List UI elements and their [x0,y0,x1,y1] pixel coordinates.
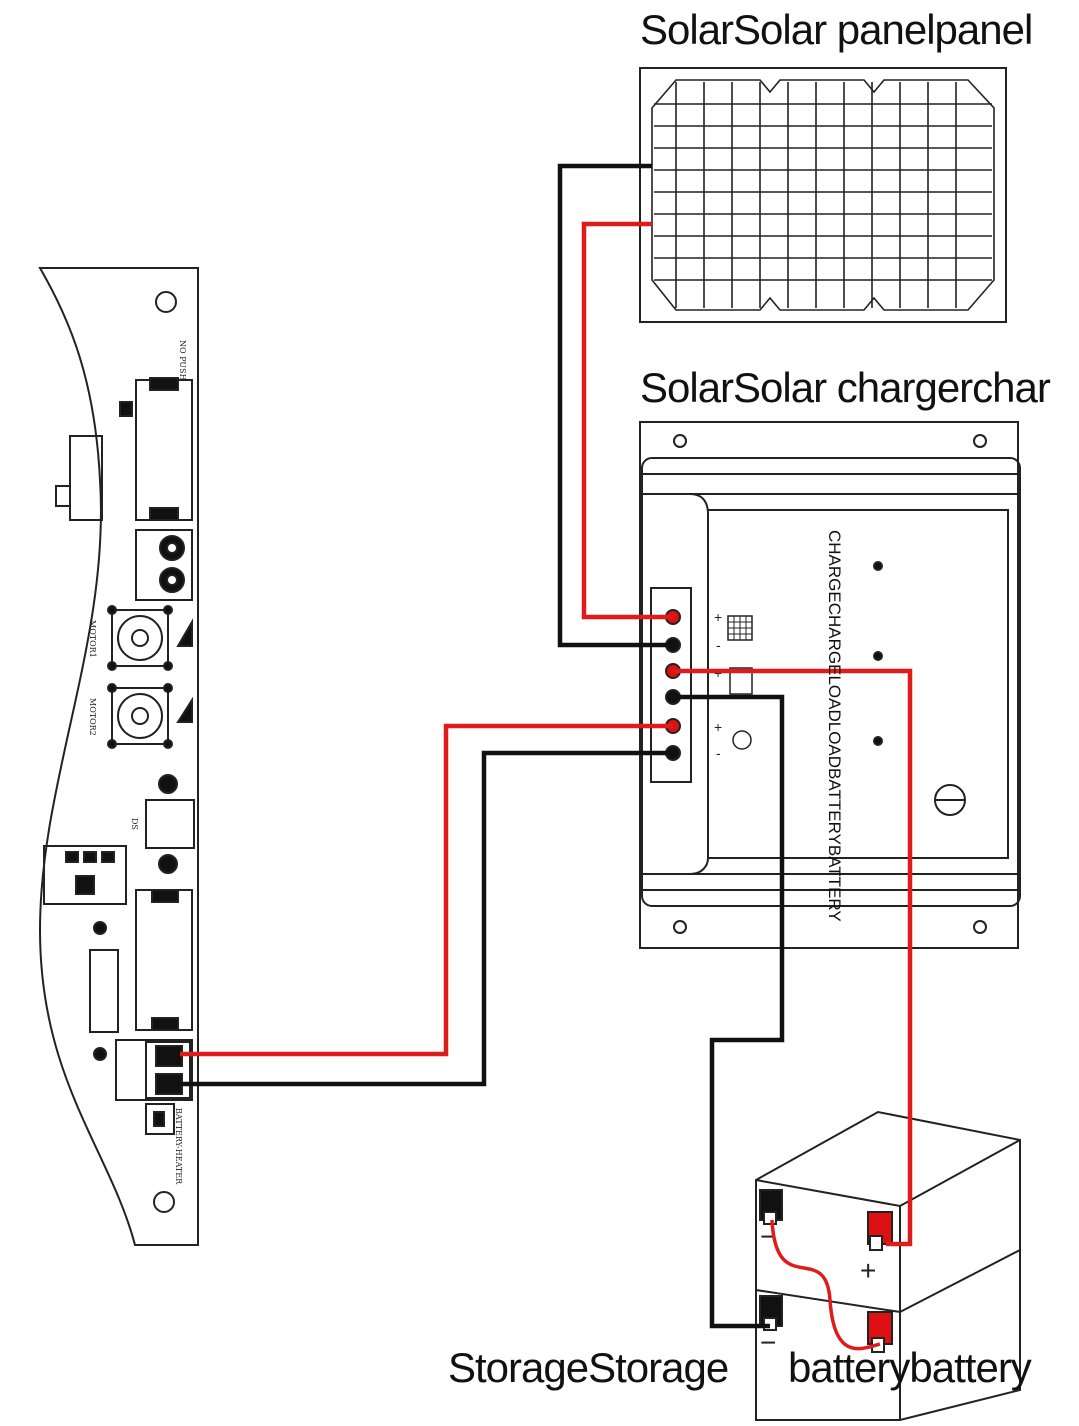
controller-pcb [38,267,199,1246]
battery-title: batterybattery [788,1344,1032,1391]
solar-panel-frame [639,67,1007,323]
storage-batteries [755,1110,1021,1421]
wire-battery-negative [673,694,785,1329]
solar-panel-title: SolarSolar panelpanel [640,6,1033,53]
wire-battery-positive [673,668,913,1247]
storage-title: StorageStorage [448,1344,729,1391]
wire-panel-positive [581,221,673,620]
pcb-label-top: NO PUSH [178,340,187,381]
charger-body [641,457,1021,907]
solar-panel-cells [651,79,995,311]
mount-hole-bottom [153,1191,175,1213]
charger-plus-3: + [714,719,722,735]
battery-bottom-minus: − [760,1327,776,1358]
wire-load-positive [180,723,673,1057]
charger-terminal-strip [650,587,692,783]
charger-plus-1: + [714,609,722,625]
wire-load-negative [180,750,673,1087]
solar-charger [639,421,1021,949]
pcb-label-ds: DS [130,818,139,830]
pcb-ds [145,799,195,849]
pcb-label-battery-heater: BATTERY-HEATER [174,1108,183,1185]
wire-panel-negative [557,163,673,648]
pcb-resistor [89,949,119,1033]
pcb-label-motor2: MOTOR2 [88,698,97,736]
charger-bulb-icon [732,730,752,750]
pcb-motor2-pot [111,687,169,745]
mount-hole-top [155,291,177,313]
wire-battery-series [770,1219,881,1351]
wires [180,163,913,1351]
pcb-motor1-pot [111,609,169,667]
charger-battery-icon [729,667,753,695]
pcb-battery-terminal [115,1039,193,1101]
pcb-side-component [43,845,127,905]
solar-panel [639,67,1007,323]
charger-minus-3: - [716,745,721,761]
pcb-terminal-top [135,529,193,601]
pcb-label-motor1: MOTOR1 [88,620,97,658]
solar-charger-title: SolarSolar chargerchar [640,364,1051,411]
battery-top-plus: + [860,1255,876,1286]
charger-vertical-label: CHARGECHARGELOADLOADBATTERYBATTERY [825,530,844,922]
charger-minus-1: - [716,637,721,653]
